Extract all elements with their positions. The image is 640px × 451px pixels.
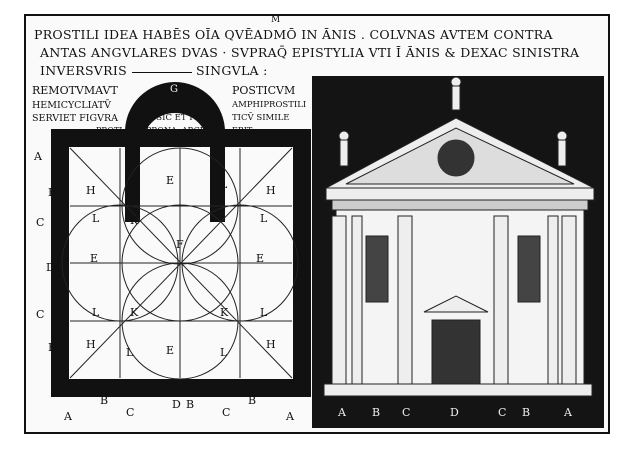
caption-line-1: PROSTILI IDEA HABĒS OĪA QVĒADMŌ IN ĀNIS … (34, 27, 553, 42)
plan-wall (51, 129, 311, 397)
plan-label: L (220, 178, 228, 191)
plan-label: K (130, 214, 139, 227)
plan-label: A (63, 410, 73, 423)
plan-label: H (86, 184, 96, 197)
plan-note-right: POSTICVM (232, 84, 296, 97)
plan-label: C (36, 216, 44, 229)
plan-label: L (220, 346, 228, 359)
plan-label: L (126, 178, 134, 191)
caption-superscript: M (271, 15, 281, 25)
facade-label: B (372, 406, 380, 419)
plan-label: C (126, 406, 134, 419)
apse-letter: G (170, 84, 178, 95)
plan-label: K (130, 306, 139, 319)
facade-label: A (337, 406, 347, 419)
plan-note-left: REMOTVMAVT (32, 84, 118, 97)
facade-label: A (563, 406, 573, 419)
plan-label: K (220, 306, 229, 319)
plan-label: C (222, 406, 230, 419)
plan-label: L (126, 346, 134, 359)
frieze (331, 199, 589, 211)
plan-label: B (48, 186, 56, 199)
facade-label: D (450, 406, 459, 419)
plan-note-left: HEMICYCLIATV̄ (32, 100, 111, 111)
plan-label: H (86, 338, 96, 351)
plan-label: B (48, 341, 56, 354)
plan-label: E (166, 344, 174, 357)
caption-dash (132, 72, 192, 73)
apse-arch (125, 82, 225, 146)
facade-label: B (522, 406, 530, 419)
plan-label: B (186, 398, 194, 411)
plan-note-left: PROTI (96, 126, 123, 135)
statue-left-body (339, 139, 349, 167)
plan-label: L (260, 212, 268, 225)
oculus-window (434, 136, 478, 180)
plan-label: L (92, 212, 100, 225)
column (331, 215, 347, 387)
plan-note-center: PRONA. ABCD (146, 126, 207, 135)
plan-label: E (90, 252, 98, 265)
apse-wall-right (210, 132, 225, 222)
plan-label: D (172, 398, 181, 411)
plan-label: H (266, 338, 276, 351)
statue-top-body (451, 85, 461, 111)
plan-grid (61, 147, 299, 380)
plan-note-left: SERVIET FIGVRA (32, 113, 118, 124)
plan-note-right: TICV̄ SIMILE (232, 113, 290, 123)
column (547, 215, 559, 387)
column (397, 215, 413, 387)
statue-right-body (557, 139, 567, 167)
plan-label: L (260, 306, 268, 319)
caption-line-2: ANTAS ANGVLARES DVAS · SVPRAQ̄ EPISTYLIA… (40, 45, 580, 60)
plan-label: A (285, 410, 295, 423)
plan-note-center: & SIC ET POS (146, 113, 208, 123)
column (493, 215, 509, 387)
plan-label: E (166, 174, 174, 187)
door (431, 319, 481, 387)
facade-label: C (498, 406, 506, 419)
column (561, 215, 577, 387)
facade-label: C (402, 406, 410, 419)
plan-note-center: SIG. B.M.N (146, 101, 195, 111)
temple-facade: A B C D C B A (312, 76, 604, 428)
caption-line-3-right: SINGVLA : (196, 63, 268, 78)
column (351, 215, 363, 387)
temple-plan: G M N A B C D C B A B C D B C B A H L E … (33, 82, 311, 423)
plan-label: B (100, 394, 108, 407)
plan-label: A (33, 150, 43, 163)
plan-label: L (92, 306, 100, 319)
apse-wall-left (125, 132, 140, 222)
plan-label: C (36, 308, 44, 321)
caption-line-3-left: INVERSVRIS (40, 63, 127, 78)
cornice (325, 187, 595, 201)
plan-label: B (248, 394, 256, 407)
plan-note-right: AMPHIPROSTILI (232, 100, 307, 110)
stylobate (323, 383, 593, 397)
window-left (365, 235, 389, 303)
plan-label: E (256, 252, 264, 265)
door-pediment (423, 295, 489, 313)
plan-label: F (176, 238, 184, 251)
window-right (517, 235, 541, 303)
plan-note-right: ERIT (232, 126, 253, 135)
plan-label: D (46, 261, 55, 274)
plan-label: H (266, 184, 276, 197)
